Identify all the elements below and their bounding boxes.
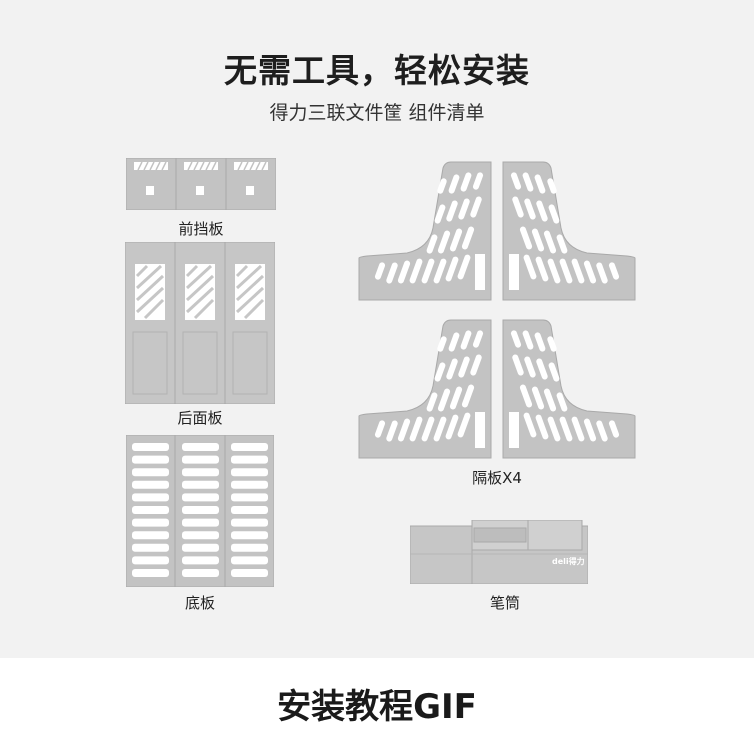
pen-holder-image bbox=[410, 520, 588, 584]
page-subtitle: 得力三联文件筐 组件清单 bbox=[269, 102, 485, 124]
dividers-image bbox=[357, 158, 637, 463]
page-title: 无需工具，轻松安装 bbox=[224, 51, 530, 90]
back-panel-label: 后面板 bbox=[177, 409, 223, 427]
dividers-label: 隔板X4 bbox=[472, 469, 522, 487]
footer-band bbox=[0, 658, 754, 744]
back-panel-image bbox=[125, 242, 275, 404]
bottom-panel-label: 底板 bbox=[184, 594, 215, 612]
bottom-panel-image bbox=[126, 435, 274, 587]
install-tutorial-title: 安装教程GIF bbox=[277, 687, 477, 727]
pen-holder-label: 笔筒 bbox=[489, 594, 520, 612]
front-panel-image bbox=[126, 158, 276, 210]
brand-logo: deli得力 bbox=[552, 557, 585, 566]
front-panel-label: 前挡板 bbox=[178, 220, 224, 238]
